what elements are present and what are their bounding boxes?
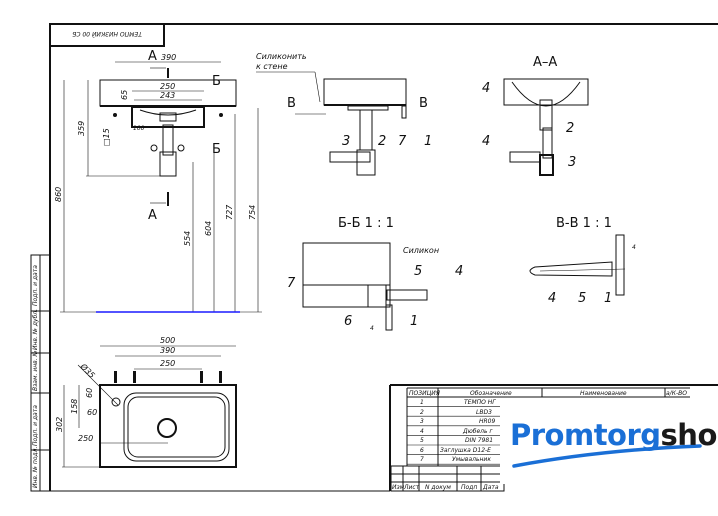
side-label: Взам. инв. № <box>32 350 39 391</box>
callout-7: 7 <box>398 134 407 149</box>
table-row: 4 Дюбель г <box>420 428 493 435</box>
row-position: 3 <box>420 418 424 425</box>
table-row: 2 LBD3 <box>420 409 492 416</box>
callout-7: 7 <box>287 276 296 291</box>
dim-65: 65 <box>120 90 129 100</box>
table-row: 3 HR09 <box>420 418 495 425</box>
section-mark-a-top: А <box>148 49 157 64</box>
col-header-designation: Обозначение <box>470 390 512 397</box>
section-mark-v-left: В <box>287 96 296 111</box>
front-view: 390 250 243 65 359 □15 100 860 554 604 7… <box>54 49 262 313</box>
dim-diameter: Ø35 <box>78 361 97 380</box>
side-label: Подп. и дата <box>32 265 39 306</box>
dim-754: 754 <box>248 205 257 220</box>
table-row: 6 Заглушка D12-E <box>420 447 491 454</box>
callout-2: 2 <box>378 134 386 149</box>
dim-243: 243 <box>160 91 175 100</box>
row-position: 7 <box>420 456 424 463</box>
section-a-a: А–А 4 4 2 3 <box>482 55 589 176</box>
dim-4: 4 <box>370 325 374 332</box>
dim-250b: 250 <box>78 434 93 443</box>
footer-signature: Подп <box>461 484 477 491</box>
callout-4a: 4 <box>482 81 490 96</box>
dim-359: 359 <box>77 121 86 136</box>
row-designation: HR09 <box>479 418 495 425</box>
callout-4: 4 <box>455 264 463 279</box>
note-silicone: Силикон <box>403 246 439 255</box>
row-position: 2 <box>420 409 424 416</box>
section-vv-title: В-В 1 : 1 <box>556 216 612 231</box>
section-aa-title: А–А <box>533 55 557 70</box>
side-view: Силиконить к стене В В 3 2 7 1 <box>256 52 432 176</box>
col-header-position: ПОЗИЦИЯ <box>409 390 440 397</box>
row-position: 4 <box>420 428 424 435</box>
row-designation: LBD3 <box>476 409 492 416</box>
callout-1: 1 <box>604 291 612 306</box>
row-designation: Умывальник <box>452 456 491 463</box>
side-label: Инв. № подл. <box>32 447 39 488</box>
col-header-qty: а/К-ВО <box>666 390 687 397</box>
dim-100: 100 <box>133 125 145 132</box>
section-bb-title: Б-Б 1 : 1 <box>338 216 394 231</box>
row-position: 5 <box>420 437 424 444</box>
section-mark-a-bottom: А <box>148 208 157 223</box>
table-row: 5 DIN 7981 <box>420 437 493 444</box>
col-header-name: Наименование <box>580 390 627 397</box>
callout-1: 1 <box>424 134 432 149</box>
callout-1: 1 <box>410 314 418 329</box>
promtorgshop-logo: Promtorgshop <box>510 418 718 452</box>
logo-part-1: Promtorg <box>510 418 661 452</box>
footer-sheet: Лист <box>403 484 420 491</box>
table-row: 1 ТЕМПО НГ <box>420 399 496 406</box>
callout-6: 6 <box>344 314 352 329</box>
stamp-text: ТЕМПО НИЗКИЙ 00 СБ <box>72 30 142 37</box>
dim-727: 727 <box>225 204 234 220</box>
dim-390: 390 <box>160 346 175 355</box>
plan-view: 500 390 250 Ø35 60 60 158 302 250 <box>55 336 237 468</box>
dim-390: 390 <box>161 53 176 62</box>
row-position: 6 <box>420 447 424 454</box>
logo-swoosh <box>512 444 702 468</box>
dim-158: 158 <box>70 399 79 414</box>
table-row: 7 Умывальник <box>420 456 491 463</box>
footer-doc-number: N докум <box>425 484 451 491</box>
dim-60-vertical: 60 <box>85 388 94 398</box>
callout-4: 4 <box>548 291 556 306</box>
row-designation: ТЕМПО НГ <box>464 399 496 406</box>
dim-500: 500 <box>160 336 175 345</box>
callout-3: 3 <box>568 155 576 170</box>
logo-part-2: shop <box>660 418 718 452</box>
section-v-v: В-В 1 : 1 4 5 1 4 <box>529 216 636 306</box>
dim-604: 604 <box>204 221 213 236</box>
row-designation: Дюбель г <box>462 428 493 435</box>
side-column: Подп. и дата Инв. № дубл. Взам. инв. № П… <box>30 254 51 492</box>
row-designation: DIN 7981 <box>465 437 493 444</box>
callout-3: 3 <box>342 134 350 149</box>
section-mark-b-bottom: Б <box>212 142 221 157</box>
dim-302: 302 <box>55 417 64 432</box>
dim-4: 4 <box>632 244 636 251</box>
dim-860: 860 <box>54 187 63 202</box>
section-mark-b-top: Б <box>212 74 221 89</box>
callout-5: 5 <box>578 291 586 306</box>
callout-2: 2 <box>566 121 574 136</box>
section-b-b: Б-Б 1 : 1 Силикон 7 5 4 6 1 4 <box>287 216 463 332</box>
footer-change: Изм <box>392 484 405 491</box>
callout-5: 5 <box>414 264 422 279</box>
dim-554: 554 <box>183 231 192 246</box>
note-silicone-wall: Силиконить <box>256 52 307 61</box>
row-designation: Заглушка D12-E <box>440 447 491 454</box>
callout-4b: 4 <box>482 134 490 149</box>
note-silicone-wall-2: к стене <box>256 62 288 71</box>
side-label: Подп. и дата <box>32 405 39 446</box>
dim-60-horizontal: 60 <box>87 408 97 417</box>
footer-date: Дата <box>482 484 499 491</box>
dim-15: □15 <box>102 128 111 146</box>
side-label: Инв. № дубл. <box>32 309 39 350</box>
section-mark-v-right: В <box>419 96 428 111</box>
dim-250: 250 <box>160 359 175 368</box>
dim-250: 250 <box>160 82 175 91</box>
row-position: 1 <box>420 399 424 406</box>
